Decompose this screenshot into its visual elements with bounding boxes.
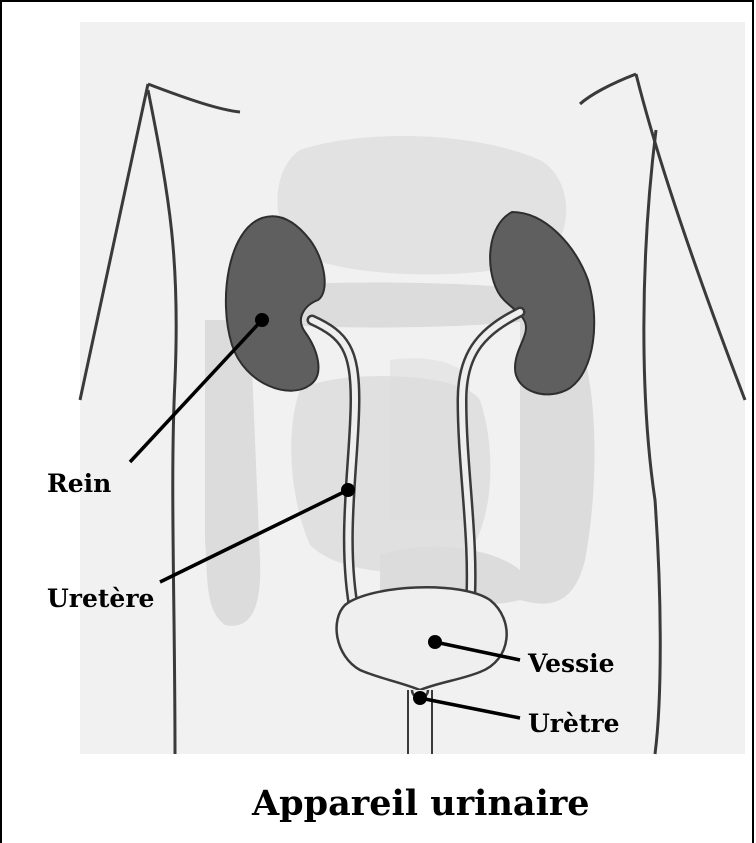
kidney-label: Rein xyxy=(47,469,111,498)
bladder-marker-dot xyxy=(428,635,442,649)
kidney-marker-dot xyxy=(255,313,269,327)
ureter-marker-dot xyxy=(341,483,355,497)
urethra-marker-dot xyxy=(413,691,427,705)
urethra-label: Urètre xyxy=(528,709,620,738)
diagram-title: Appareil urinaire xyxy=(251,783,590,824)
ureter-label: Uretère xyxy=(47,584,154,613)
bladder-label: Vessie xyxy=(527,649,615,678)
